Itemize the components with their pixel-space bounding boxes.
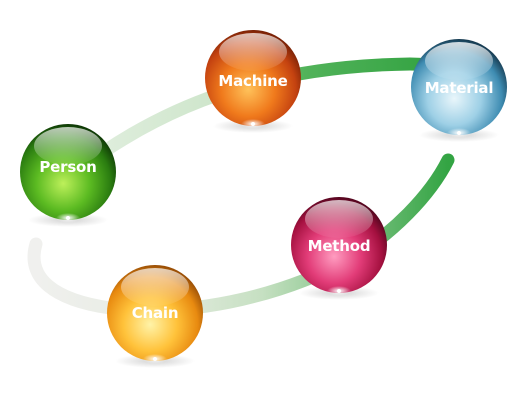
node-label-chain: Chain — [132, 304, 179, 322]
lower-track — [27, 153, 455, 317]
node-label-material: Material — [425, 79, 494, 97]
node-machine: Machine — [205, 30, 301, 133]
node-person: Person — [20, 124, 116, 227]
node-label-method: Method — [308, 237, 371, 255]
node-label-person: Person — [39, 158, 96, 176]
node-label-machine: Machine — [218, 72, 287, 90]
node-material: Material — [411, 39, 507, 142]
node-chain: Chain — [107, 265, 203, 368]
node-method: Method — [291, 197, 387, 300]
